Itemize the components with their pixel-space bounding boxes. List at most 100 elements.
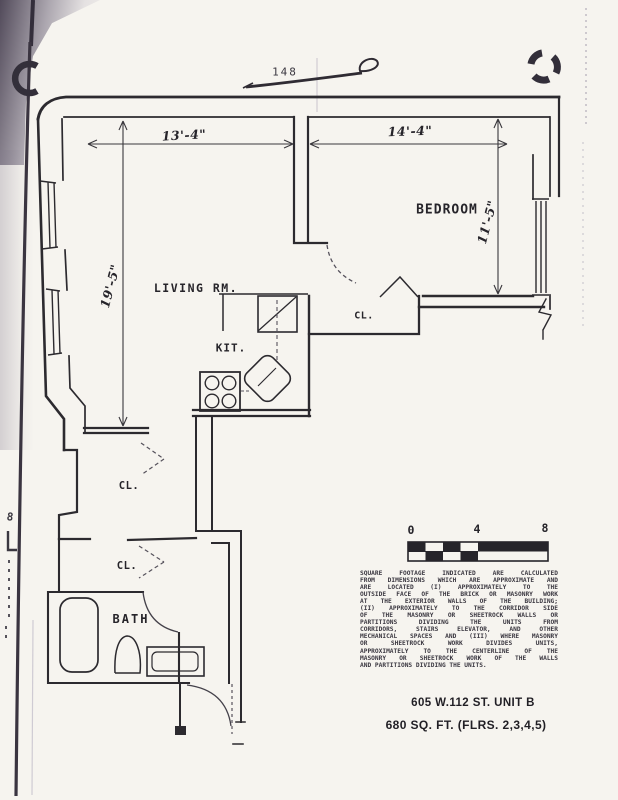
wall-partition-living-bedroom [292, 115, 329, 245]
scale-cell [478, 542, 548, 552]
bath-sink [146, 646, 205, 677]
wall-bath [46, 537, 191, 685]
disclaimer-line: CORRIDORS, STAIRS ELEVATOR, AND OTHER [360, 626, 558, 634]
dot [8, 578, 10, 581]
room-label-bedroom: BEDROOM [416, 202, 478, 218]
bath-door-swing [142, 591, 179, 633]
wall-left-interior [61, 118, 86, 434]
dot [8, 596, 10, 599]
entry-jamb-foot [175, 726, 186, 735]
room-label-living: LIVING RM. [153, 281, 239, 295]
bathtub [59, 597, 99, 673]
pen-line-end [242, 82, 254, 89]
scale-tick-8: 8 [541, 521, 549, 535]
wall-hall-left [57, 448, 79, 541]
disclaimer-line: ARE LOCATED (I) APPROXIMATELY TO THE [360, 584, 558, 592]
disclaimer-line: OUTSIDE FACE OF THE BRICK OR MASONRY WOR… [360, 591, 558, 599]
wall-break-symbol [537, 298, 553, 340]
dot [8, 587, 10, 590]
stove-burner [204, 375, 220, 391]
dim-bedroom-depth [493, 118, 503, 295]
square-footage-disclaimer: SQUARE FOOTAGE INDICATED ARE CALCULATED … [360, 570, 558, 669]
disclaimer-line: MECHANICAL SPACES AND (III) WHERE MASONR… [360, 633, 558, 641]
pen-loop [358, 57, 379, 74]
dot [5, 635, 7, 638]
scale-cell [443, 542, 461, 552]
counter-edge [219, 293, 308, 331]
dim-label-living-width: 13'-4" [161, 126, 207, 144]
window-bedroom [532, 198, 549, 296]
margin-bracket-mark [6, 531, 17, 552]
disclaimer-line: APPROXIMATELY TO THE CENTERLINE OF THE [360, 647, 558, 655]
binder-ring-top-right-icon [527, 49, 561, 84]
unit-address: 605 W.112 ST. UNIT B [411, 697, 535, 709]
disclaimer-line: FROM DIMENSIONS WHICH ARE APPROXIMATE AN… [360, 577, 558, 585]
kitchen-fixtures [199, 293, 308, 412]
page-edge-line [14, 41, 32, 797]
wall-top-exterior [36, 95, 561, 121]
wall-left-exterior [36, 117, 66, 452]
stove [199, 371, 241, 412]
disclaimer-line: OF THE MASONRY OR SHEETROCK WALLS OR [360, 612, 558, 620]
binder-ring-top-left-icon [11, 60, 39, 97]
scale-cell [425, 551, 443, 561]
room-label-kitchen: KIT. [215, 341, 247, 355]
disclaimer-line: PARTITIONS DIVIDING THE UNITS FROM [360, 619, 558, 627]
wall-bedroom-closet [307, 294, 421, 336]
toilet [114, 635, 142, 674]
scale-tick-0: 0 [407, 523, 415, 537]
room-label-closet-bedroom: CL. [354, 310, 374, 322]
closet-lower-door-swing [138, 545, 165, 579]
dim-living-width [87, 139, 294, 149]
pen-line [245, 71, 363, 89]
dim-label-bedroom-width: 14'-4" [387, 122, 433, 140]
room-label-closet-lower: CL. [116, 560, 138, 572]
dim-living-depth [118, 120, 128, 427]
scale-tick-4: 4 [473, 522, 481, 536]
dot [8, 614, 10, 617]
wall-closet-divider [57, 536, 198, 542]
wall-right-interior [532, 116, 551, 200]
scale-bar [407, 541, 549, 562]
stove-burner [204, 393, 220, 409]
faint-edge-line [31, 619, 34, 796]
disclaimer-line: MASONRY OR SHEETROCK WORK OF THE WALLS [360, 654, 558, 662]
room-label-bath: BATH [112, 612, 150, 626]
page-edge-shadow [0, 150, 34, 450]
sink-divider [257, 367, 277, 387]
dot [8, 605, 10, 608]
bedroom-door-swing [326, 244, 357, 284]
dot [8, 560, 10, 563]
dimension-lines [87, 118, 508, 427]
disclaimer-line: OR SHEETROCK WORK DIVIDES UNITS, [360, 640, 558, 648]
dot [8, 569, 10, 572]
wall-bedroom-bottom [417, 294, 546, 309]
corner-sink [243, 354, 292, 403]
scan-artifacts [5, 0, 587, 797]
margin-dotted-text [5, 560, 10, 638]
closet-bifold-door [379, 275, 419, 298]
window-living-upper [39, 180, 59, 250]
disclaimer-line: AT THE EXTERIOR WALLS OF THE BUILDING; [360, 598, 558, 606]
page-fold-line [29, 0, 35, 47]
scale-cell [408, 542, 426, 552]
pen-scribble-icon [242, 57, 379, 89]
wall-entry-ticks [232, 721, 246, 745]
walls [36, 95, 561, 745]
ring-arc [527, 49, 543, 65]
scale-cell [460, 551, 478, 561]
wall-corridor-right [195, 415, 242, 723]
disclaimer-line: AND PARTITIONS DIVIDING THE UNITS. [360, 661, 487, 669]
wall-living-bottom [82, 426, 150, 435]
ring-arc [550, 54, 561, 75]
entry-door-swing [186, 684, 232, 727]
page-number: 148 [272, 65, 298, 79]
unit-area: 680 SQ. FT. (FLRS. 2,3,4,5) [385, 718, 547, 732]
disclaimer-line: (II) APPROXIMATELY TO THE CORRIDOR SIDE [360, 605, 558, 613]
dim-bedroom-width [309, 139, 508, 149]
bath-sink-basin [151, 651, 199, 672]
windows [39, 180, 549, 356]
stove-burner [221, 393, 237, 409]
